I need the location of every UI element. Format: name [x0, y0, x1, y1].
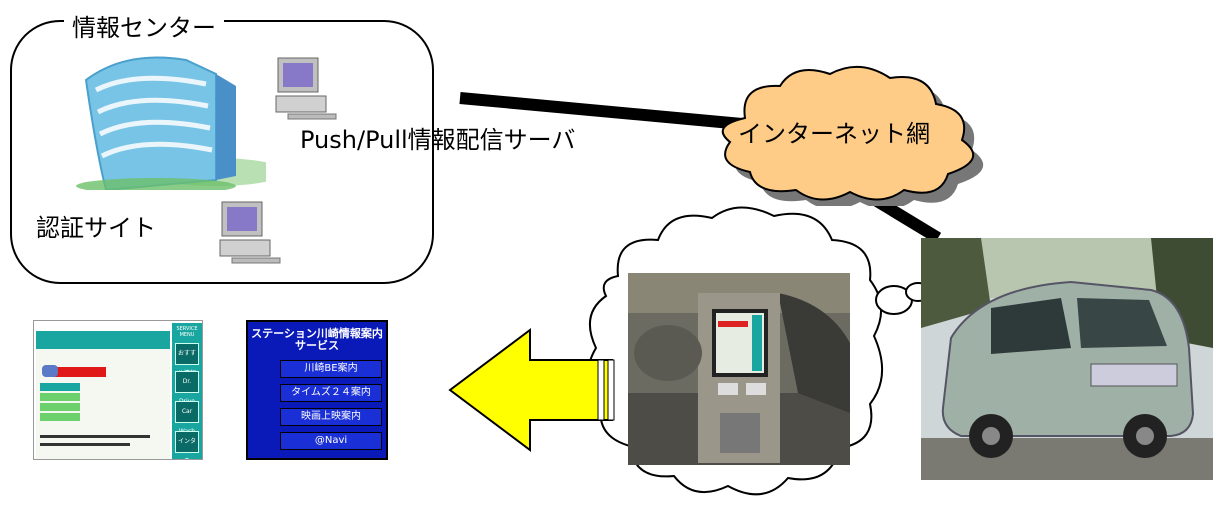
auth-computer-icon: [219, 201, 281, 264]
station-info-title: ステーション川崎情報案内サービス: [251, 327, 383, 352]
internet-cloud: [721, 65, 984, 206]
server-computer-icon: [275, 57, 337, 120]
station-item-kawasaki-be[interactable]: 川崎BE案内: [280, 360, 382, 378]
server-label: Push/Pull情報配信サーバ: [300, 126, 576, 154]
station-item-navi[interactable]: @Navi: [280, 432, 382, 450]
center-to-internet-line: [459, 92, 743, 130]
service-main-panel: [36, 331, 170, 459]
service-menu-sidebar: SERVICE MENU おすすめ情報 Dr. Drive Car Wash イ…: [172, 323, 202, 459]
station-item-times24[interactable]: タイムズ２４案内: [280, 384, 382, 402]
internet-label: インターネット網: [738, 120, 930, 148]
station-item-movie[interactable]: 映画上映案内: [280, 408, 382, 426]
service-menu-title: SERVICE MENU: [176, 326, 198, 338]
menu-button-recommend[interactable]: おすすめ情報: [175, 343, 199, 377]
dashboard-photo: [628, 273, 850, 465]
station-info-screen: ステーション川崎情報案内サービス 川崎BE案内 タイムズ２４案内 映画上映案内 …: [246, 320, 388, 460]
arrow-icon: [448, 328, 615, 452]
auth-site-label: 認証サイト: [36, 214, 156, 242]
service-menu-screen: SERVICE MENU おすすめ情報 Dr. Drive Car Wash イ…: [33, 320, 203, 460]
building-icon: [76, 56, 266, 190]
menu-button-dr-drive[interactable]: Dr. Drive: [175, 371, 199, 405]
menu-button-car-wash[interactable]: Car Wash: [175, 401, 199, 435]
info-center-title: 情報センター: [64, 8, 224, 43]
menu-button-internet-service[interactable]: インターネットサービス: [175, 431, 199, 459]
car-photo: [921, 238, 1213, 480]
